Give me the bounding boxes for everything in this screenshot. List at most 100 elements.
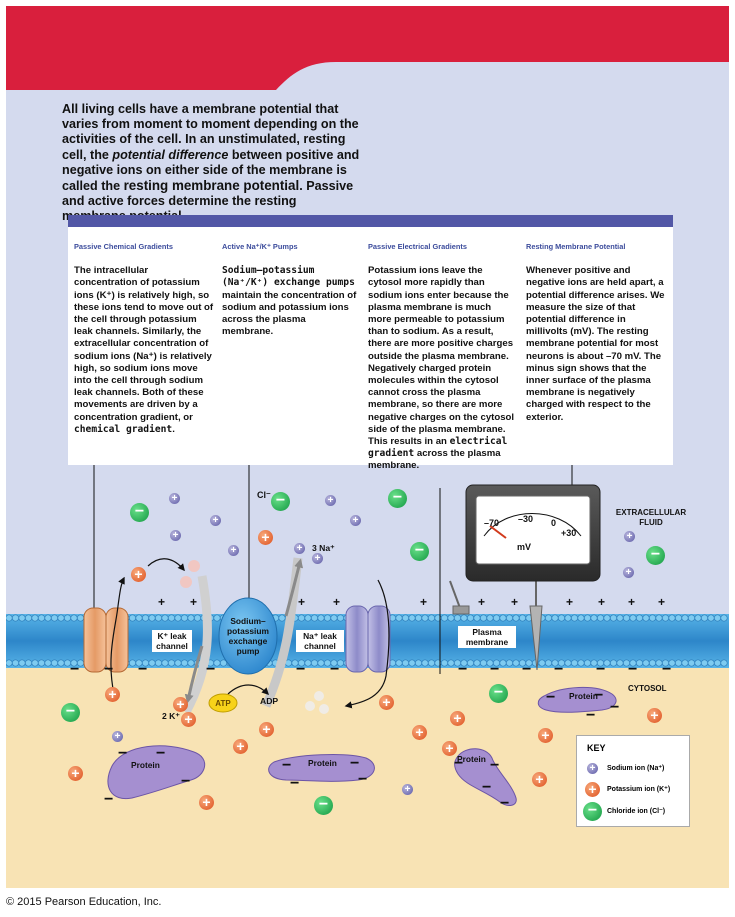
lipid-head [77, 614, 85, 622]
protein-charge: − [290, 775, 300, 792]
lipid-head [57, 659, 65, 667]
lipid-head [304, 659, 312, 667]
lipid-head [421, 659, 429, 667]
na-leak-channel [345, 605, 391, 673]
figure-panel: All living cells have a membrane potenti… [6, 6, 729, 888]
sodium-potassium-pump [182, 557, 304, 715]
panel-text: Whenever positive and negative ions are … [526, 265, 665, 423]
lipid-head [317, 659, 325, 667]
key-potassium-icon: + [585, 782, 600, 797]
k-channel-label: K⁺ leak channel [152, 630, 192, 652]
lipid-head [577, 659, 585, 667]
lipid-head [564, 614, 572, 622]
lipid-head [694, 659, 702, 667]
panel-text: The intracellular concentration of potas… [74, 265, 214, 423]
protein-charge: − [594, 687, 604, 704]
lipid-head [583, 614, 591, 622]
lipid-head [642, 614, 650, 622]
potassium-ion: + [68, 766, 83, 781]
sodium-ion: + [325, 495, 336, 506]
lipid-head [707, 614, 715, 622]
lipid-head [616, 659, 624, 667]
chloride-ion: − [646, 546, 665, 565]
lipid-head [194, 614, 202, 622]
lipid-head [31, 659, 39, 667]
lipid-head [635, 614, 643, 622]
negative-charge: − [628, 661, 638, 678]
protein-label: Protein [131, 760, 160, 770]
potassium-ion: + [538, 728, 553, 743]
protein-label: Protein [569, 691, 598, 701]
panel-electrical-gradients: Passive Electrical Gradients Potassium i… [368, 241, 516, 473]
lipid-head [570, 659, 578, 667]
cytosol-label: CYTOSOL [628, 684, 667, 693]
lipid-head [479, 614, 487, 622]
panel-term: chemical gradient [74, 423, 173, 435]
lipid-head [551, 614, 559, 622]
negative-charge: − [206, 661, 216, 678]
intro-key-term: resting membrane potential [123, 178, 300, 194]
sodium-ion: + [294, 543, 305, 554]
lipid-head [70, 614, 78, 622]
plasma-membrane-label: Plasma membrane [458, 626, 516, 648]
lipid-head [570, 614, 578, 622]
chloride-ion: − [271, 492, 290, 511]
lipid-head [401, 659, 409, 667]
lipid-head [440, 614, 448, 622]
lipid-head [544, 614, 552, 622]
lipid-head [6, 659, 13, 667]
panel-heading: Passive Chemical Gradients [74, 242, 174, 251]
lipid-head [499, 614, 507, 622]
lipid-head [720, 659, 728, 667]
meter-tick-p30: +30 [561, 528, 577, 538]
panel-heading: Active Na⁺/K⁺ Pumps [222, 242, 298, 251]
meter-tick-0: 0 [551, 518, 557, 528]
atp-molecule [208, 693, 238, 713]
key-title: KEY [587, 743, 606, 753]
sodium-ion: + [402, 784, 413, 795]
lipid-head [681, 614, 689, 622]
lipid-head [622, 614, 630, 622]
lipid-head [310, 614, 318, 622]
potassium-ion: + [181, 712, 196, 727]
lipid-head [414, 614, 422, 622]
lipid-head [44, 659, 52, 667]
potassium-ion: + [412, 725, 427, 740]
protein-charge: − [104, 791, 114, 808]
protein-label: Protein [457, 754, 486, 764]
lipid-head [505, 614, 513, 622]
lipid-head [6, 614, 13, 622]
intro-italic: potential difference [112, 147, 229, 162]
lipid-head [129, 659, 137, 667]
key-chloride-label: Chloride ion (Cl⁻) [607, 808, 666, 815]
extracellular-label: EXTRACELLULAR FLUID [615, 508, 687, 527]
protein-charge: − [610, 699, 620, 716]
lipid-head [564, 659, 572, 667]
chloride-ion: − [130, 503, 149, 522]
lipid-head [479, 659, 487, 667]
lipid-head [37, 614, 45, 622]
sodium-ion: + [169, 493, 180, 504]
lipid-head [609, 614, 617, 622]
lipid-head [583, 659, 591, 667]
adp-label: ADP [260, 696, 279, 706]
protein-label: Protein [308, 758, 337, 768]
three-na-label: 3 Na⁺ [312, 543, 335, 553]
potassium-ion: + [173, 697, 188, 712]
negative-charge: − [330, 661, 340, 678]
sodium-ion: + [312, 553, 323, 564]
key-sodium-label: Sodium ion (Na⁺) [607, 765, 665, 772]
lipid-head [148, 614, 156, 622]
intro-paragraph: All living cells have a membrane potenti… [62, 102, 362, 225]
meter-tick-m70: –70 [484, 518, 500, 528]
explanation-panel: Passive Chemical Gradients The intracell… [68, 215, 673, 471]
lipid-head [24, 659, 32, 667]
potassium-ion: + [131, 567, 146, 582]
sodium-ion: + [112, 731, 123, 742]
lipid-head [694, 614, 702, 622]
lipid-head [687, 659, 695, 667]
lipid-head [317, 614, 325, 622]
intro-text-2: between positive and negative ions on ei… [62, 147, 360, 194]
lipid-head [427, 614, 435, 622]
panel-term: Sodium–potassium (Na⁺/K⁺) exchange pumps [222, 265, 355, 289]
